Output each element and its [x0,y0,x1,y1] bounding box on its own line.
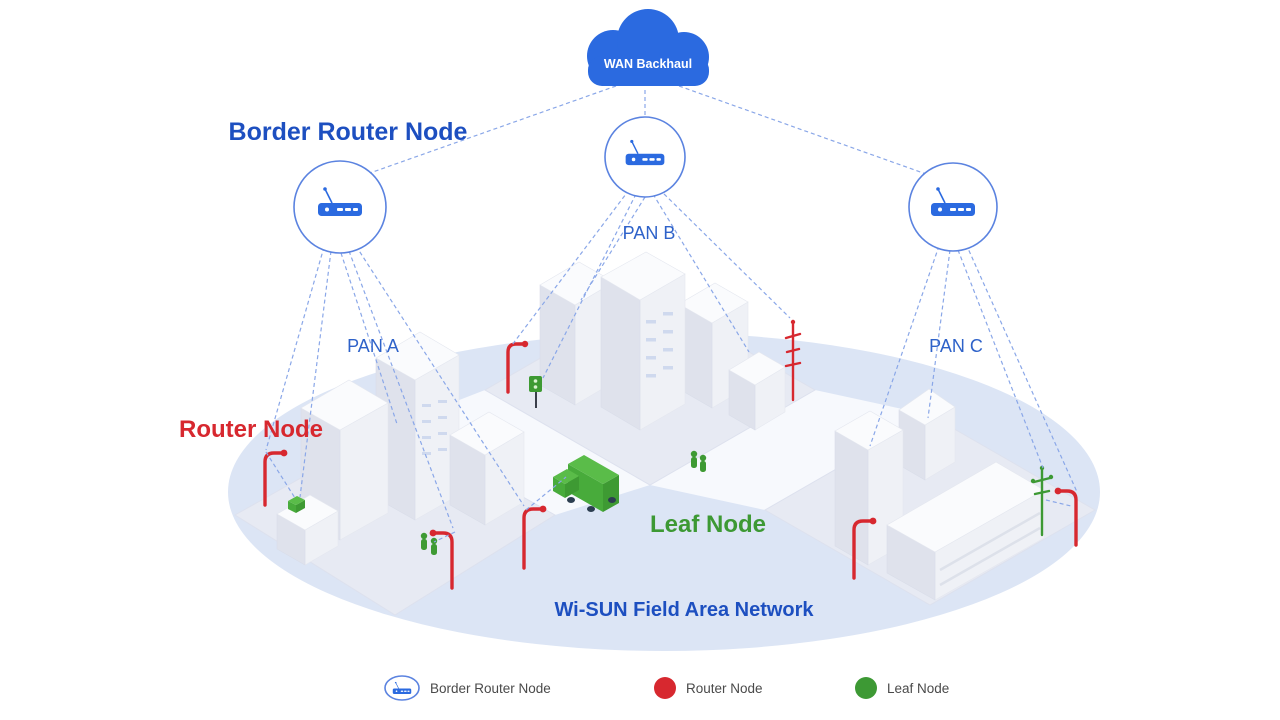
border-router-node-c [908,162,998,252]
city-block-a-buildings [276,331,525,566]
border-router-node-a [293,160,387,254]
border-router-title: Border Router Node [229,118,468,146]
lamp-head [521,340,529,348]
legend-item-router: Router Node [654,677,763,699]
legend-leaf-dot [855,677,877,699]
legend-border-router-label: Border Router Node [430,681,551,696]
pedestrian-leaf-node [699,454,707,472]
legend: Border Router Node Router Node Leaf Node [384,675,949,701]
pedestrian-leaf-node [420,532,428,550]
pedestrian-leaf-node [430,537,438,555]
street-lamp-router-node [506,340,529,394]
pan-a-label: PAN A [347,336,399,356]
street-lamp-router-node [522,505,547,570]
street-lamp-router-node [429,529,454,590]
truck-leaf-node [553,455,619,512]
connection-lines [265,85,1078,543]
router-node-label: Router Node [179,416,323,443]
cloud-label: WAN Backhaul [604,57,692,71]
wan-backhaul-cloud: WAN Backhaul [587,9,709,86]
legend-leaf-label: Leaf Node [887,681,949,696]
lamp-head [539,505,547,513]
cloud-icon [587,9,709,86]
building [898,388,956,481]
parking-structure [886,461,1045,601]
street-lamp-router-node [263,449,288,507]
pedestrian-leaf-node [690,450,698,468]
pan-b-label: PAN B [623,223,676,243]
building [375,331,460,521]
legend-router-dot [654,677,676,699]
city-block-c-buildings [834,388,1045,601]
legend-border-router-oval [384,675,420,701]
pan-c-label: PAN C [929,336,983,356]
building [728,351,786,431]
border-router-node-b [604,116,686,198]
building [449,411,525,526]
city-block-b-buildings [539,251,786,431]
network-label: Wi-SUN Field Area Network [554,599,814,621]
leaf-node-label: Leaf Node [650,511,766,538]
legend-router-label: Router Node [686,681,763,696]
building [276,494,339,566]
traffic-light-leaf-node [529,376,542,408]
legend-item-leaf: Leaf Node [855,677,949,699]
legend-item-border-router: Border Router Node [384,675,551,701]
street-lamp-router-node [852,517,877,580]
lamp-head [429,529,437,537]
building [600,251,686,431]
building [834,410,904,566]
weather-station-leaf-node [1030,465,1054,537]
leaf-node-box [288,496,305,513]
lamp-head [280,449,288,457]
street-lamp-router-node [1054,487,1078,547]
weather-station-router-node [784,319,802,402]
lamp-head [1054,487,1062,495]
lamp-head [869,517,877,525]
